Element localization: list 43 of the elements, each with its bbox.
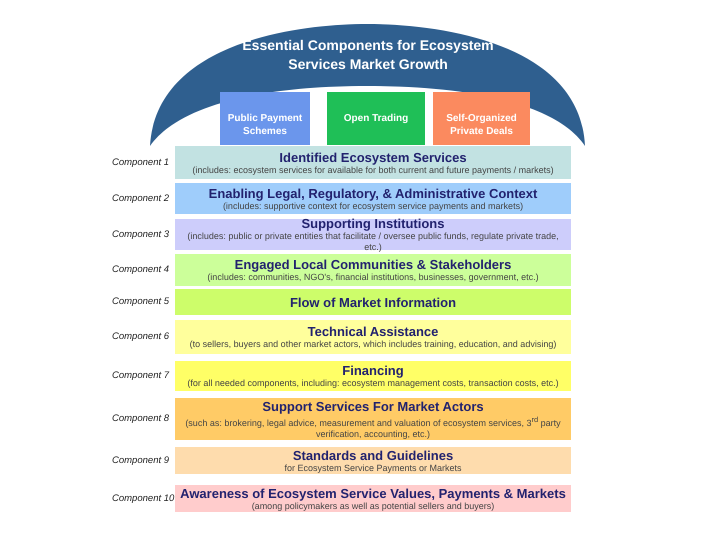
component-band <box>175 361 571 391</box>
band-heading: Enabling Legal, Regulatory, & Administrative Context <box>208 186 538 200</box>
band-description: (among policymakers as well as potential sellers and buyers) <box>250 500 494 512</box>
component-band <box>175 289 571 315</box>
band-heading: Support Services For Market Actors <box>262 398 484 414</box>
band-description: (such as: brokering, legal advice, measurement and valuation of ecosystem services, 3$^{rd}$ party verification, accounting, etc.) <box>184 414 562 440</box>
component-band <box>175 485 571 512</box>
component-label: Component 10 <box>112 492 174 504</box>
band-description: (for all needed components, including: ecosystem management costs, transaction costs, etc.) <box>186 378 560 389</box>
component-label: Component 8 <box>112 413 170 424</box>
band-heading: Identified Ecosystem Services <box>279 150 467 164</box>
component-label: Component 5 <box>112 296 170 307</box>
component-label: Component 2 <box>112 192 170 204</box>
component-band <box>175 146 571 179</box>
band-heading: Technical Assistance <box>308 324 438 339</box>
band-description: (includes: ecosystem services for available for both current and future payments / markets) <box>191 164 555 176</box>
component-band <box>175 219 571 250</box>
title-text: Essential Components for Ecosystem Services Market Growth <box>241 36 495 74</box>
band-heading: Standards and Guidelines <box>292 448 454 462</box>
component-band <box>175 320 571 354</box>
band-description: for Ecosystem Service Payments or Markets <box>283 462 463 474</box>
band-heading: Flow of Market Information <box>290 294 456 310</box>
component-label: Component 3 <box>112 228 170 240</box>
band-heading: Engaged Local Communities & Stakeholders <box>234 257 512 272</box>
component-label: Component 7 <box>112 370 170 381</box>
band-heading: Financing <box>342 363 404 378</box>
band-heading: Supporting Institutions <box>302 216 444 231</box>
market-type-box: Open Trading <box>327 92 425 145</box>
band-description: (includes: supportive context for ecosystem service payments and markets) <box>222 200 524 212</box>
component-label: Component 6 <box>112 331 170 342</box>
band-heading: Awareness of Ecosystem Service Values, Payments & Markets <box>180 486 566 500</box>
band-description: (includes: communities, NGO's, financial institutions, businesses, government, etc.) <box>206 272 540 283</box>
component-band <box>175 398 571 440</box>
component-label: Component 1 <box>112 156 170 168</box>
band-description: (includes: public or private entities that facilitate / oversee public funds, regulate private trade, etc.) <box>186 231 560 253</box>
component-label: Component 9 <box>112 454 170 466</box>
market-type-box: Self-Organized Private Deals <box>433 92 530 145</box>
market-type-box: Public Payment Schemes <box>220 92 310 145</box>
component-band <box>175 254 571 286</box>
component-label: Component 4 <box>112 264 170 275</box>
component-band <box>175 183 571 214</box>
component-band <box>175 447 571 474</box>
band-description: (to sellers, buyers and other market actors, which includes training, education, and advising) <box>188 339 558 350</box>
